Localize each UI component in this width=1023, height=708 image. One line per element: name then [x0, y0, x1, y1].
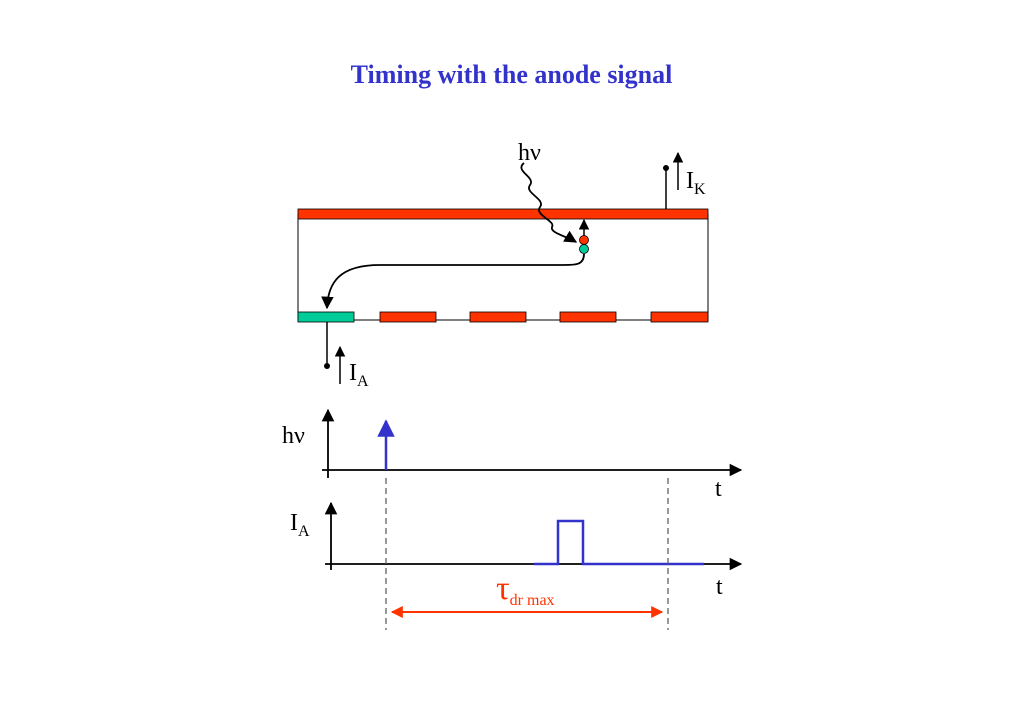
anode-timing-plot: IA t: [290, 501, 743, 600]
ion-dot: [579, 235, 589, 245]
cathode-current-label: IK: [686, 168, 706, 198]
photon-timing-plot: hν t: [282, 408, 743, 502]
anode-pad-active: [297, 311, 355, 323]
photon-path: [520, 162, 578, 243]
cathode-plate: [297, 208, 709, 220]
anode-signal-pulse: [534, 519, 704, 566]
cathode-terminal: [663, 165, 669, 171]
page-title: Timing with the anode signal: [350, 60, 673, 89]
photon-axis-label: hν: [282, 423, 305, 449]
anode-pad: [379, 311, 437, 323]
anode-pad: [650, 311, 709, 323]
photon-label: hν: [518, 140, 541, 166]
anode-axis-label: IA: [290, 510, 310, 540]
anode-pad: [559, 311, 617, 323]
detector-chamber: [297, 208, 709, 323]
anode-pad: [469, 311, 527, 323]
time-axis-label-2: t: [716, 574, 723, 600]
electron-drift-path: [321, 253, 585, 310]
max-drift-time-label: τdr max: [496, 570, 555, 609]
anode-terminal: [324, 363, 330, 369]
electron-dot: [579, 244, 589, 254]
anode-current-label: IA: [349, 360, 369, 390]
time-axis-label-1: t: [715, 476, 722, 502]
